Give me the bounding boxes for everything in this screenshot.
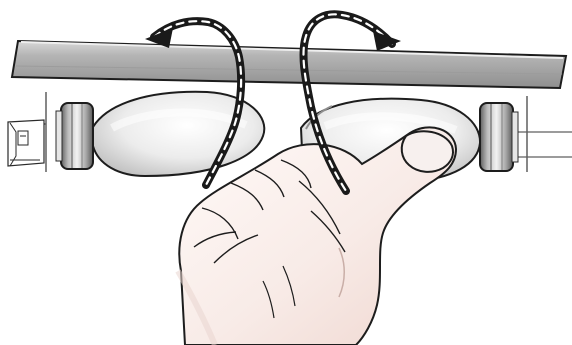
left-rotation-arrow-icon [145,17,246,189]
right-rotation-arrow-icon [299,10,401,195]
right-socket [479,102,519,172]
ceiling-rail [10,39,568,90]
left-end-bracket [7,92,47,172]
left-socket [55,102,94,170]
hand-icon [175,126,458,345]
